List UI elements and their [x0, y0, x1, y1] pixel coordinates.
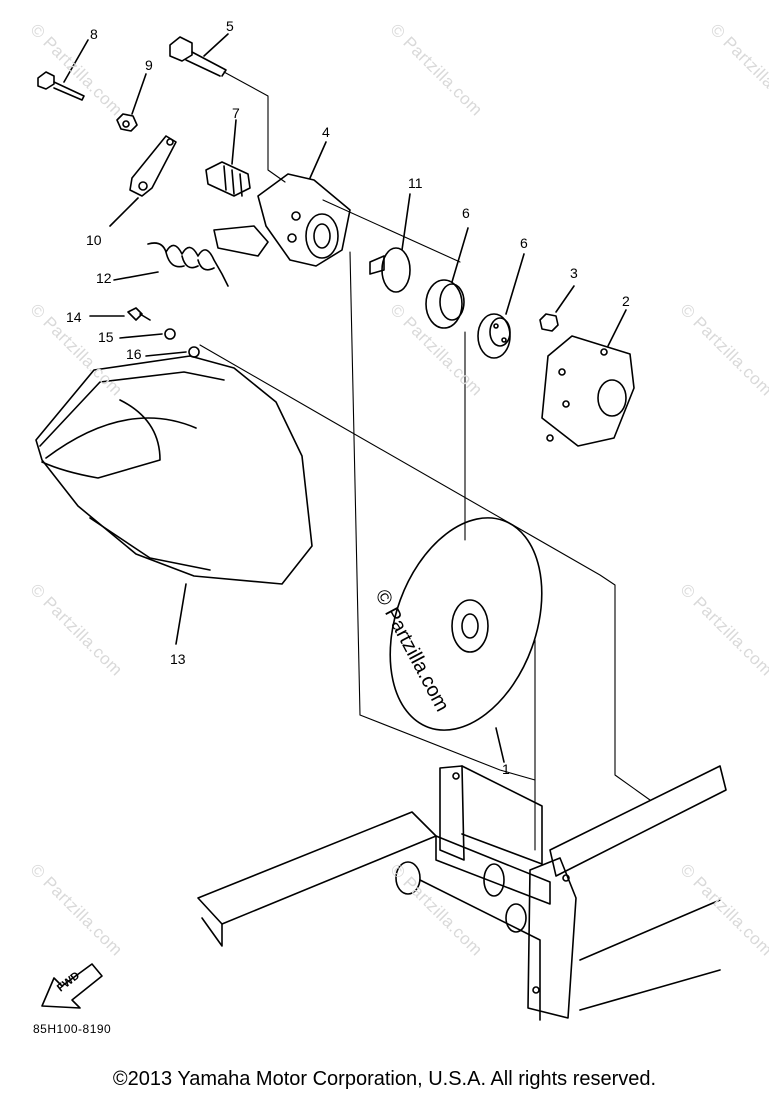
adjuster-7	[205, 119, 251, 197]
callout-6b: 6	[520, 235, 528, 251]
callout-11: 12	[96, 270, 112, 286]
housing-4	[213, 141, 351, 267]
callout-3: 3	[570, 265, 578, 281]
callout-4: 4	[322, 124, 330, 140]
callout-9: 9	[145, 57, 153, 73]
spring-11	[113, 242, 229, 287]
drawing-code: 85H100-8190	[33, 1022, 112, 1036]
bolt-5	[169, 33, 229, 77]
pin-12	[369, 193, 411, 293]
nut-3	[539, 285, 575, 332]
alignment-lines	[199, 71, 651, 851]
bushing-6a	[425, 227, 469, 329]
callout-14: 14	[66, 309, 82, 325]
callout-8: 8	[90, 26, 98, 42]
bushing-6b	[477, 253, 525, 359]
screw-14	[89, 307, 151, 321]
callout-6a: 6	[462, 205, 470, 221]
cover-13	[35, 355, 313, 645]
callout-15: 15	[98, 329, 114, 345]
callout-16: 16	[126, 346, 142, 362]
fwd-arrow-icon	[41, 963, 103, 1009]
callout-2: 2	[622, 293, 630, 309]
callout-12: 11	[408, 175, 423, 191]
nut-9	[116, 73, 147, 132]
bracket-2	[541, 309, 635, 447]
callout-10: 10	[86, 232, 102, 248]
callout-13: 13	[170, 651, 186, 667]
disc-1	[389, 517, 543, 763]
callout-1: 1	[502, 761, 510, 777]
callout-5: 5	[226, 18, 234, 34]
frame	[197, 765, 727, 1021]
washer-15	[119, 328, 176, 340]
callout-7: 7	[232, 105, 240, 121]
copyright-notice: ©2013 Yamaha Motor Corporation, U.S.A. A…	[112, 1068, 657, 1090]
bolt-8	[37, 39, 89, 101]
lever-10	[109, 135, 177, 227]
